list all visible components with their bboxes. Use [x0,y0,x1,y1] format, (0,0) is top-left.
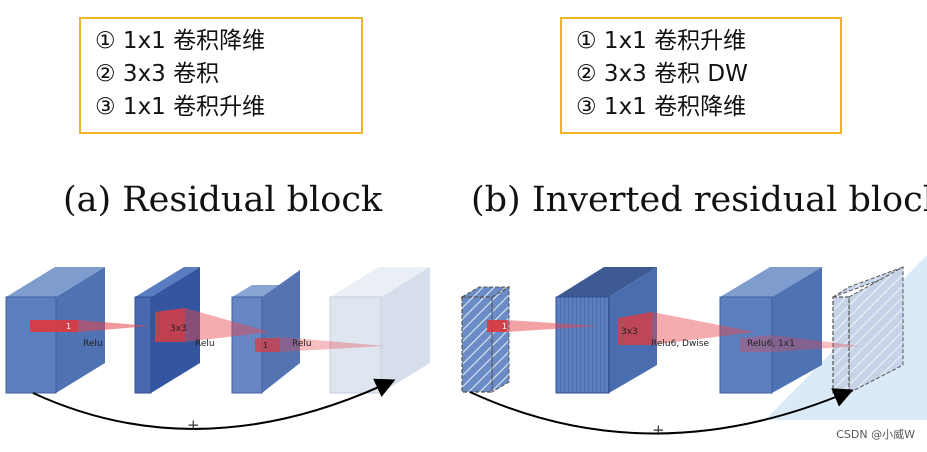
residual-one-label-a: 1 [66,322,71,331]
residual-skip-arrow [32,378,396,430]
inverted-kernel-2 [618,312,652,345]
inverted-kernel-projection-3 [740,335,860,352]
inverted-skip-arrow [469,388,854,435]
residual-kernel-2 [155,308,185,342]
residual-relu-label-2: Relu [195,339,215,349]
inverted-one-label: 1 [502,322,507,331]
legend-line-2: ② 3x3 卷积 [95,61,220,87]
inverted-relu6-1x1-label: Relu6, 1x1 [747,339,795,349]
inverted-relu6-dwise-label: Relu6, Dwise [651,339,710,349]
inverted-kernel-projection-1 [487,320,600,332]
residual-kernel-3 [255,338,280,352]
inverted-block-cube-4 [832,266,904,394]
inverted-block-cube-1 [460,286,511,393]
legend-line-1: ① 1x1 卷积降维 [95,28,266,54]
inverted-kernel-1 [487,320,507,332]
residual-plus-label: + [187,416,200,434]
legend-box-residual: ① 1x1 卷积降维 ② 3x3 卷积 ③ 1x1 卷积升维 [79,17,363,134]
inverted-conv3-label: 3x3 [621,327,638,337]
residual-one-label-b: 1 [263,341,268,350]
inverted-plus-label: + [652,421,665,439]
caption-inverted-residual-block: (b) Inverted residual block [471,180,927,220]
legend-line-3: ③ 1x1 卷积降维 [576,94,747,120]
inverted-kernel-projection-2 [618,312,755,345]
watermark: CSDN @小威W [836,428,915,441]
legend-line-1: ① 1x1 卷积升维 [576,28,747,54]
residual-block-cube-1 [5,267,105,394]
legend-box-inverted: ① 1x1 卷积升维 ② 3x3 卷积 DW ③ 1x1 卷积降维 [560,17,842,134]
inverted-block-cube-3 [719,267,822,394]
legend-line-2: ② 3x3 卷积 DW [576,61,748,87]
residual-conv3-label: 3x3 [170,324,187,334]
residual-kernel-1 [30,320,78,332]
legend-line-3: ③ 1x1 卷积升维 [95,94,266,120]
residual-relu-label-3: Relu [292,339,312,349]
residual-block-cube-4 [329,267,430,394]
caption-residual-block: (a) Residual block [63,180,383,220]
residual-relu-label-1: Relu [83,339,103,349]
residual-block-cube-3 [231,270,300,394]
residual-kernel-projection-3 [255,337,385,352]
